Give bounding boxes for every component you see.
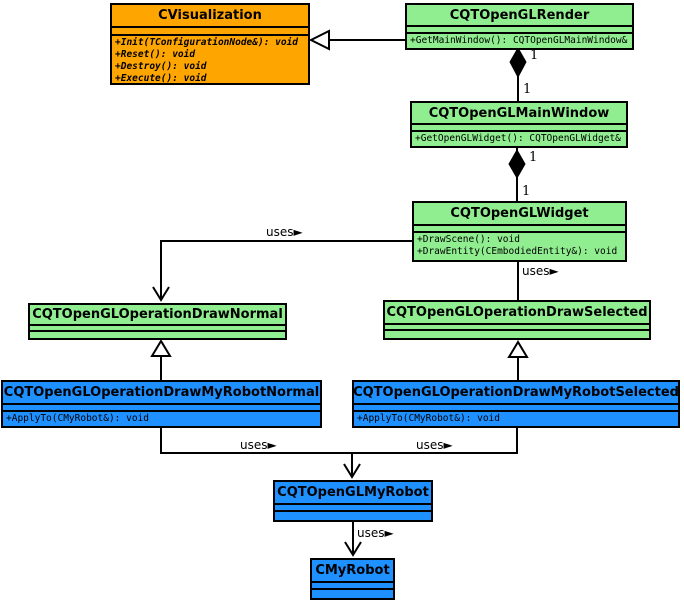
class-box-cvisualization: CVisualization +Init(TConfigurationNode&… (110, 3, 310, 85)
edge-myrobotselected-to-drawselected (507, 340, 529, 380)
uses-label-glmyrobot-cmyrobot: uses► (357, 526, 394, 540)
edge-render-to-cvisualization (308, 29, 405, 51)
class-attributes-empty (3, 403, 320, 410)
edge-myrobotnormal-to-drawnormal (150, 339, 172, 380)
multiplicity-label-mainwindow-top: 1 (523, 82, 532, 97)
open-arrowhead-icon (152, 286, 170, 302)
uses-label-normal-glmyrobot: uses► (240, 438, 277, 452)
method-line: +DrawEntity(CEmbodiedEntity&): void (417, 246, 618, 257)
filled-diamond-icon (508, 148, 526, 180)
class-attributes-empty (412, 123, 626, 130)
edge-glmyrobot-to-cmyrobot (344, 522, 362, 557)
class-methods-empty (312, 588, 393, 598)
class-attributes-empty (275, 503, 431, 510)
class-methods: +GetMainWindow(): CQTOpenGLMainWindow& (407, 32, 632, 48)
uses-label-widget-drawnormal: uses► (266, 225, 303, 239)
uses-label-widget-drawselected: uses► (522, 264, 559, 278)
class-attributes-empty (414, 224, 625, 231)
method-line: +DrawScene(): void (417, 234, 520, 245)
edge-operations-to-glmyrobot (160, 428, 518, 479)
edge-render-to-mainwindow (509, 46, 527, 101)
class-attributes-empty (385, 323, 649, 329)
open-arrowhead-icon (343, 463, 361, 479)
class-title: CQTOpenGLMyRobot (277, 485, 429, 500)
class-title: CQTOpenGLOperationDrawMyRobotNormal (3, 385, 320, 400)
multiplicity-label-widget: 1 (522, 184, 531, 199)
multiplicity-label-mainwindow-bottom: 1 (529, 150, 538, 165)
class-title: CQTOpenGLMainWindow (428, 105, 610, 121)
class-attributes-empty (112, 26, 308, 34)
class-title: CQTOpenGLOperationDrawSelected (386, 305, 648, 320)
method-line: +Reset(): void (115, 49, 196, 60)
class-methods-empty (275, 510, 431, 520)
method-line: +Destroy(): void (115, 61, 207, 72)
class-methods: +ApplyTo(CMyRobot&): void (354, 410, 678, 426)
class-box-cqtopenglmyrobot: CQTOpenGLMyRobot (273, 480, 433, 522)
class-box-cqtopenglrender: CQTOpenGLRender +GetMainWindow(): CQTOpe… (405, 3, 634, 50)
class-box-cqtopengloperationdrawmyrobotnormal: CQTOpenGLOperationDrawMyRobotNormal +App… (1, 380, 322, 428)
edge-widget-to-drawnormal (152, 240, 412, 302)
class-box-cqtopenglwidget: CQTOpenGLWidget +DrawScene(): void +Draw… (412, 201, 627, 262)
class-title: CQTOpenGLOperationDrawMyRobotSelected (354, 385, 678, 400)
multiplicity-label-render: 1 (530, 48, 539, 63)
open-arrowhead-icon (344, 541, 362, 557)
class-box-cqtopengloperationdrawselected: CQTOpenGLOperationDrawSelected (383, 300, 651, 340)
method-line: +ApplyTo(CMyRobot&): void (357, 413, 500, 424)
method-line: +Execute(): void (115, 73, 207, 83)
class-title: CQTOpenGLOperationDrawNormal (32, 307, 283, 322)
class-title: CMyRobot (315, 563, 390, 578)
class-attributes-empty (30, 324, 285, 330)
class-box-cqtopengloperationdrawnormal: CQTOpenGLOperationDrawNormal (28, 303, 287, 340)
class-title: CQTOpenGLWidget (450, 206, 589, 221)
hollow-triangle-icon (507, 340, 529, 358)
class-title: CQTOpenGLRender (449, 7, 590, 23)
class-attributes-empty (407, 25, 632, 32)
class-methods: +Init(TConfigurationNode&): void +Reset(… (112, 34, 308, 83)
class-methods-empty (385, 329, 649, 338)
filled-diamond-icon (509, 46, 527, 79)
method-line: +GetMainWindow(): CQTOpenGLMainWindow& (410, 35, 628, 46)
hollow-triangle-icon (308, 29, 330, 51)
class-attributes-empty (312, 581, 393, 588)
class-title: CVisualization (158, 8, 262, 23)
edge-mainwindow-to-widget (508, 148, 526, 201)
class-attributes-empty (354, 403, 678, 410)
method-line: +GetOpenGLWidget(): CQTOpenGLWidget& (415, 133, 621, 144)
method-line: +ApplyTo(CMyRobot&): void (6, 413, 149, 424)
method-line: +Init(TConfigurationNode&): void (115, 37, 299, 48)
uses-label-selected-glmyrobot: uses► (416, 438, 453, 452)
class-box-cmyrobot: CMyRobot (310, 558, 395, 600)
class-methods: +GetOpenGLWidget(): CQTOpenGLWidget& (412, 130, 626, 146)
class-methods: +ApplyTo(CMyRobot&): void (3, 410, 320, 426)
hollow-triangle-icon (150, 339, 172, 357)
class-methods: +DrawScene(): void +DrawEntity(CEmbodied… (414, 231, 625, 260)
class-methods-empty (30, 330, 285, 338)
class-box-cqtopenglmainwindow: CQTOpenGLMainWindow +GetOpenGLWidget(): … (410, 101, 628, 148)
class-box-cqtopengloperationdrawmyrobotselected: CQTOpenGLOperationDrawMyRobotSelected +A… (352, 380, 680, 428)
